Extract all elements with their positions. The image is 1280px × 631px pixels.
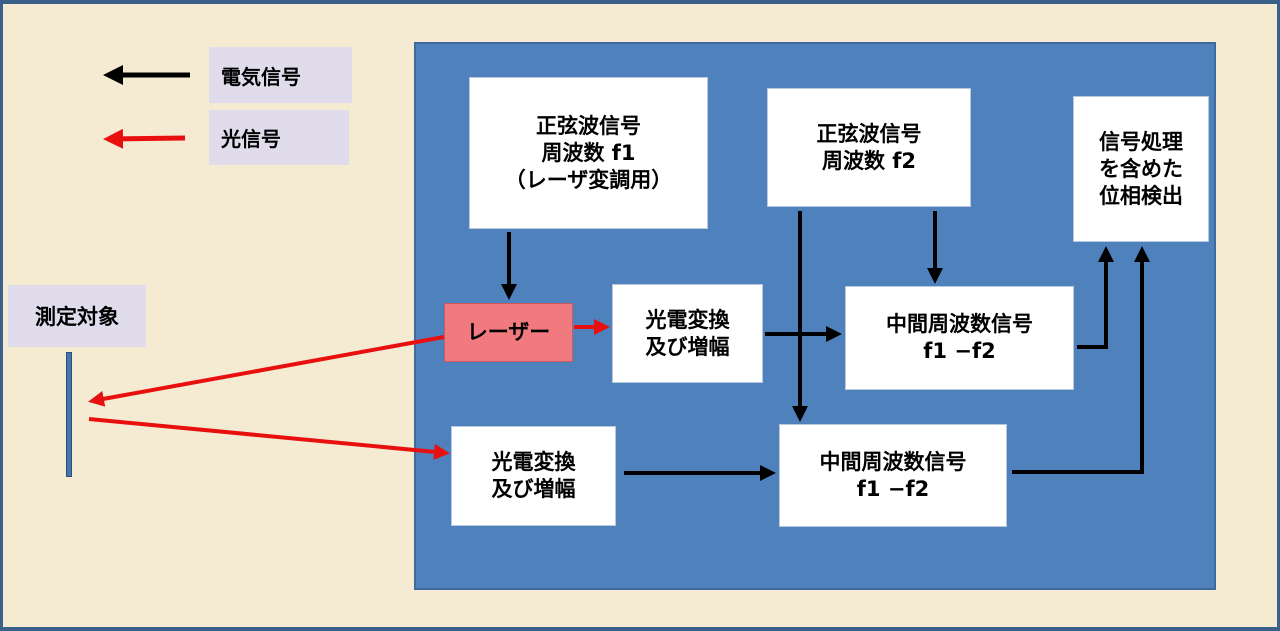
phase-detect-box: 信号処理 を含めた 位相検出 [1073, 96, 1209, 242]
laser-box: レーザー [444, 303, 573, 362]
target-label: 測定対象 [8, 285, 146, 347]
legend-optical-label-box: 光信号 [209, 110, 349, 165]
sine-f1-box: 正弦波信号 周波数 f1 （レーザ変調用） [469, 77, 708, 229]
legend-electric-label: 電気信号 [221, 64, 301, 89]
if-bottom-box: 中間周波数信号 f1 −f2 [779, 424, 1007, 527]
sine-f2-box: 正弦波信号 周波数 f2 [767, 88, 971, 207]
photo-amp-top-box: 光電変換 及び増幅 [612, 284, 763, 383]
arrow-target-to-photo-bottom [88, 417, 450, 460]
if-top-box: 中間周波数信号 f1 −f2 [845, 286, 1074, 390]
photo-amp-bottom-box: 光電変換 及び増幅 [451, 426, 616, 526]
arrow-if-top-to-phase [1077, 246, 1114, 349]
arrow-laser-to-target [88, 335, 445, 407]
legend-electric-label-box: 電気信号 [209, 47, 352, 103]
legend-optical-arrow [103, 128, 186, 149]
arrow-if-bottom-to-phase [1012, 246, 1150, 474]
legend-optical-label: 光信号 [221, 127, 281, 151]
target-object [66, 352, 72, 477]
